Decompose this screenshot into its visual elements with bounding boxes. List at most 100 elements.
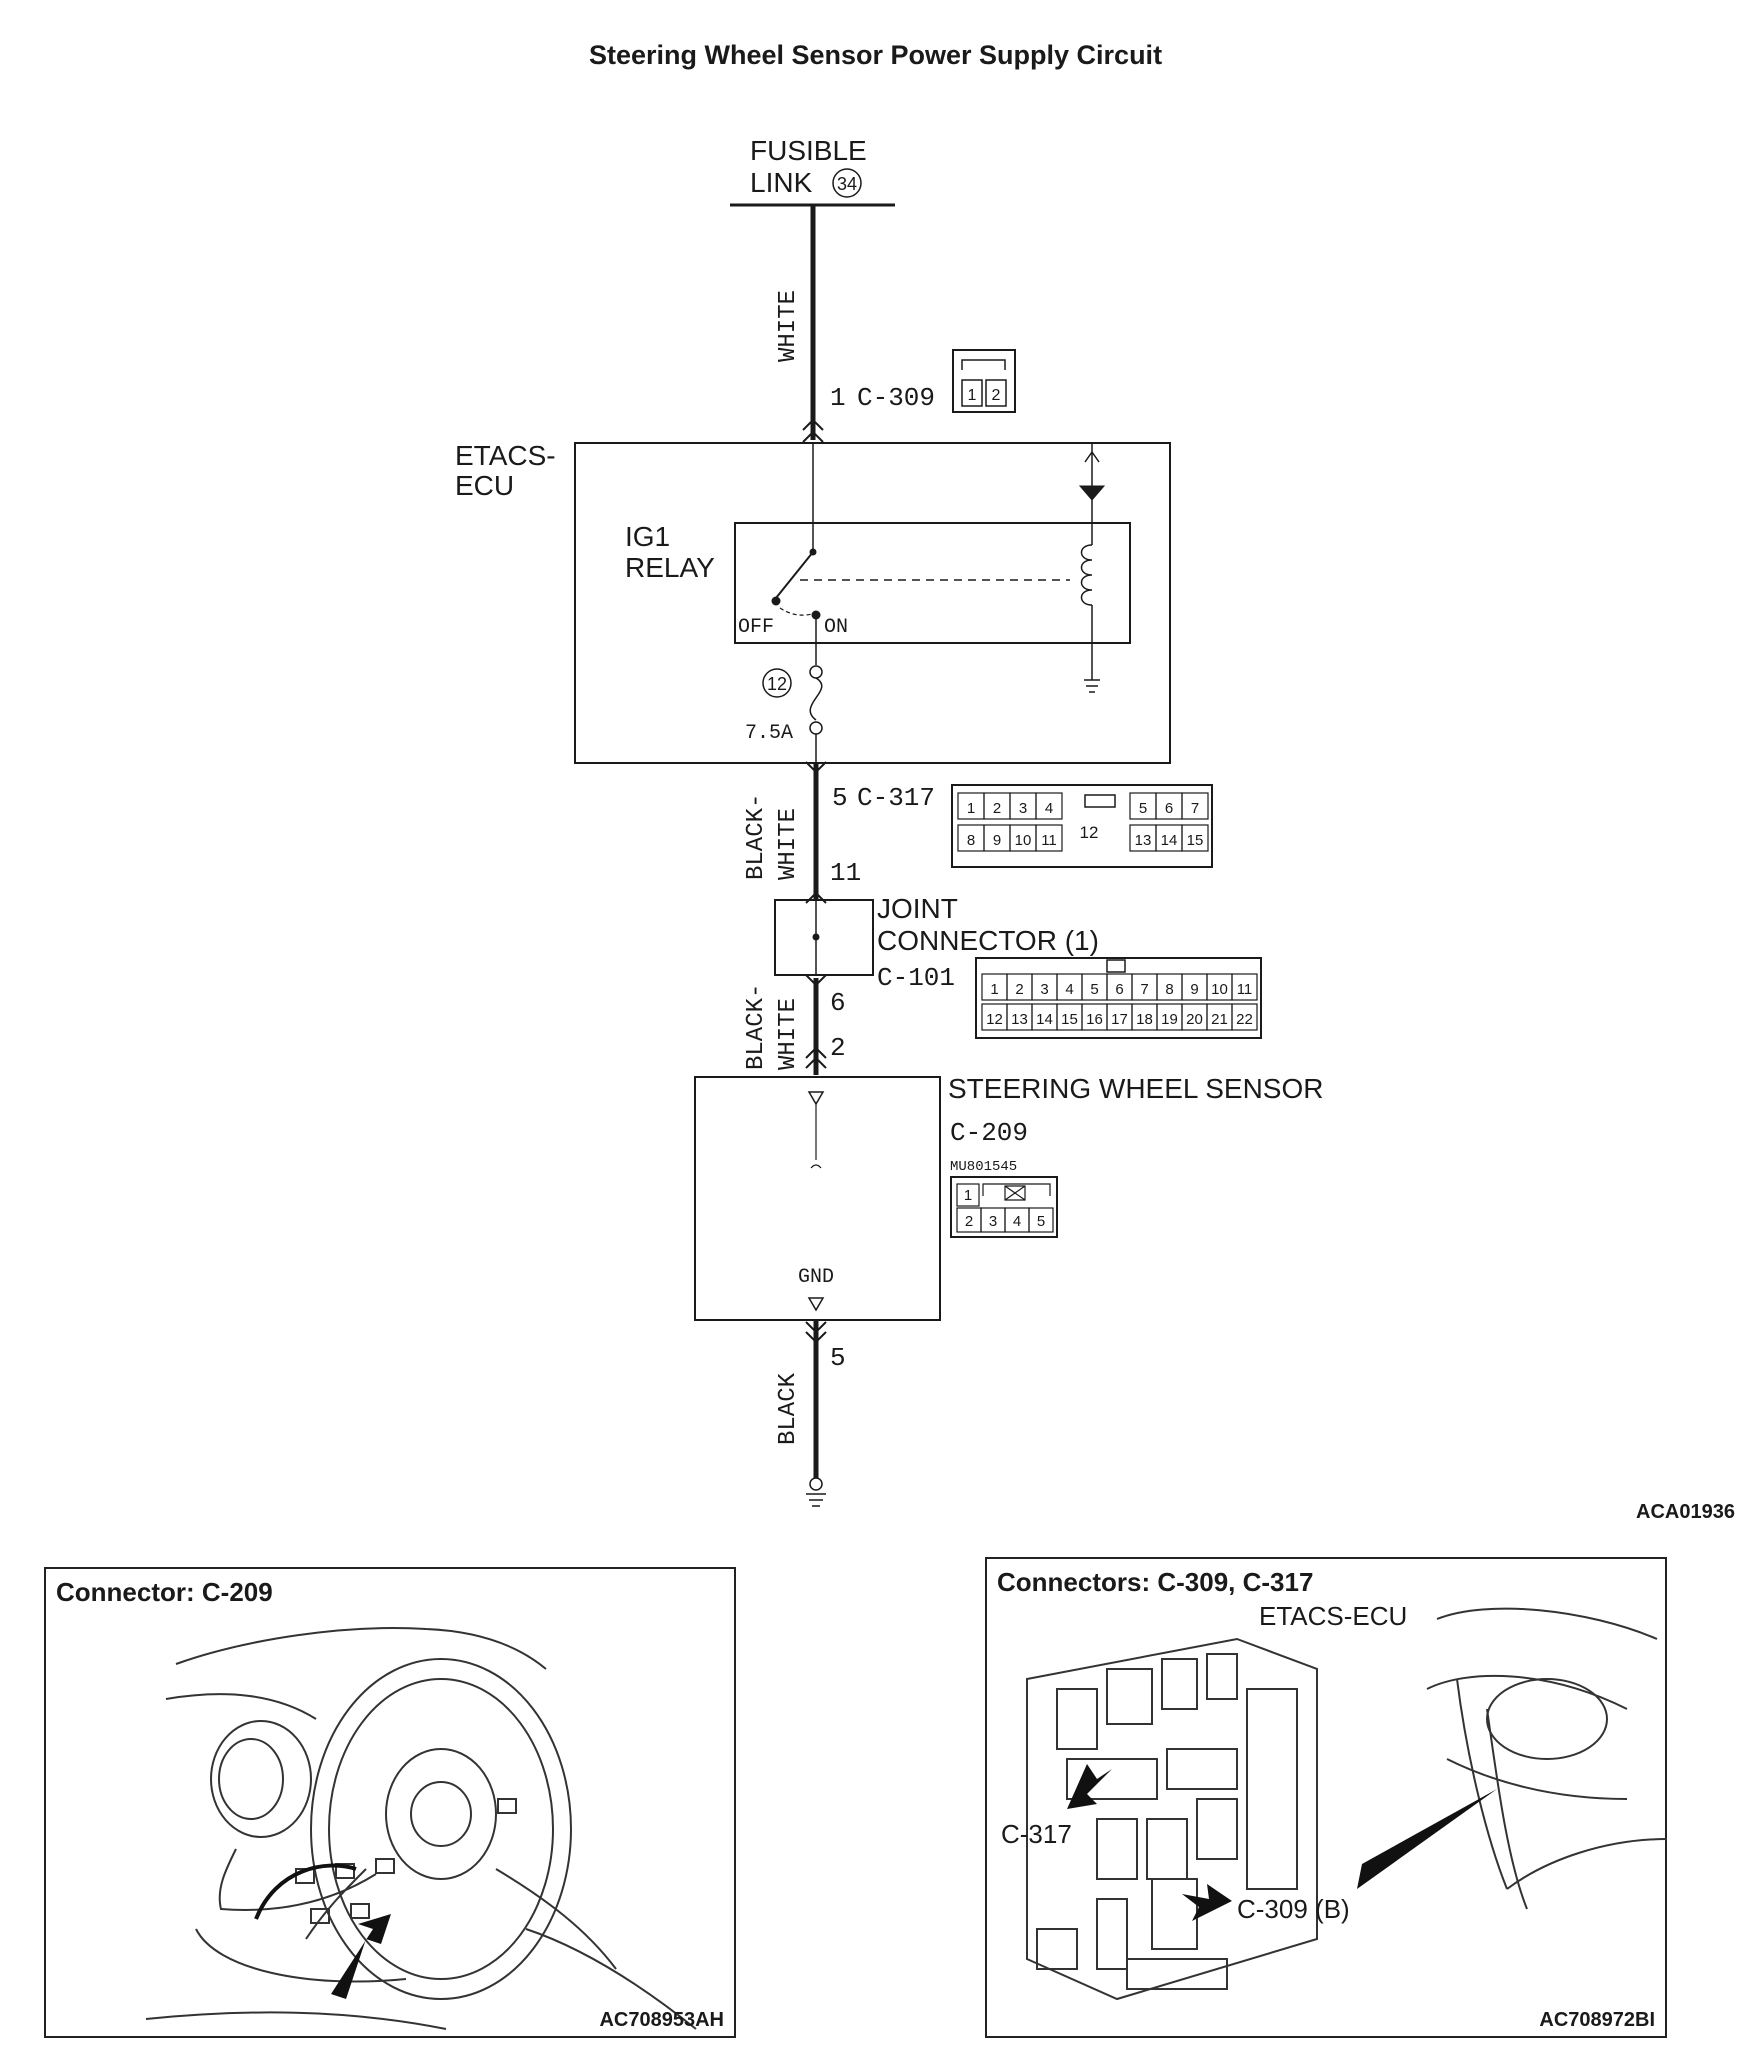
c317-pin-3: 3 <box>1019 800 1027 817</box>
ecu-pointer-wedge <box>1357 1789 1497 1889</box>
c317-pin-10: 10 <box>1015 832 1032 849</box>
c101-pin-9: 9 <box>1190 981 1198 998</box>
c101-pin-12: 12 <box>986 1011 1003 1028</box>
wire-bw2-label-b: WHITE <box>775 998 802 1070</box>
wire-black-label: BLACK <box>775 1372 802 1445</box>
ig1-relay-box <box>734 522 1131 644</box>
panel-right-ecu-label: ETACS-ECU <box>1259 1601 1408 1631</box>
panel-left-code: AC708953AH <box>599 2009 724 2031</box>
c101-pin-13: 13 <box>1011 1011 1028 1028</box>
c317-pin-7-cell <box>1181 792 1209 820</box>
c101-connector-diagram <box>975 957 1262 1039</box>
joint-connector-box <box>774 899 874 976</box>
c209-pin-3: 3 <box>989 1213 997 1230</box>
c101-pin-22: 22 <box>1236 1011 1253 1028</box>
c209-pin-1: 1 <box>964 1187 972 1204</box>
ecu-label-2: ECU <box>455 470 514 501</box>
c209-part-label: MU801545 <box>950 1159 1017 1175</box>
relay-label-2: RELAY <box>625 552 715 583</box>
etacs-ecu-box <box>574 442 1171 764</box>
connectors-c309-c317-panel: Connectors: C-309, C-317 <box>985 1557 1668 2038</box>
panel-right-title: Connectors: C-309, C-317 <box>997 1567 1314 1597</box>
panel-left-title: Connector: C-209 <box>56 1577 273 1607</box>
c101-pin-5: 5 <box>1090 981 1098 998</box>
c101-pin-22-cell <box>1231 1003 1258 1031</box>
relay-label-1: IG1 <box>625 521 670 552</box>
c309-pin-1: 1 <box>968 387 977 404</box>
c317-connector-diagram <box>951 784 1213 868</box>
relay-on-label: ON <box>824 616 848 639</box>
c101-pin-14: 14 <box>1036 1011 1053 1028</box>
c101-pin-19: 19 <box>1161 1011 1178 1028</box>
c317-pin-14: 14 <box>1161 832 1178 849</box>
c101-pin-18: 18 <box>1136 1011 1153 1028</box>
panel-right-c309-label: C-309 (B) <box>1237 1894 1350 1924</box>
gnd-label: GND <box>798 1266 834 1289</box>
c101-pin-top: 6 <box>830 988 846 1018</box>
c101-pin-4: 4 <box>1065 981 1073 998</box>
c309-arrow <box>1182 1884 1232 1921</box>
c309-connector-diagram <box>952 349 1016 413</box>
steering-column-illustration <box>145 1627 697 2030</box>
c317-pin-5: 5 <box>1139 800 1147 817</box>
wire-bw1-label-b: WHITE <box>775 808 802 880</box>
wire-white-label: WHITE <box>775 290 802 362</box>
c317-pin-13: 13 <box>1135 832 1152 849</box>
ecu-label-1: ETACS- <box>455 440 556 471</box>
etacs-ecu-illustration <box>1026 1607 1668 2001</box>
c101-pin-11: 11 <box>1237 981 1253 998</box>
c317-pin-4: 4 <box>1045 800 1053 817</box>
c317-pin-12: 12 <box>1080 823 1099 842</box>
gnd-pin-label: 5 <box>830 1343 846 1373</box>
c209-pin-5-cell <box>1028 1207 1054 1233</box>
c209-location-arrow <box>331 1914 391 1999</box>
joint-name-label: C-101 <box>877 963 955 993</box>
relay-off-label: OFF <box>738 616 774 639</box>
c101-pin-7: 7 <box>1140 981 1148 998</box>
c101-pin-6: 6 <box>1115 981 1123 998</box>
connector-c209-panel: Connector: C-209 AC708953AH <box>44 1567 736 2038</box>
c317-pin-7: 7 <box>1191 800 1199 817</box>
fuse-rating: 7.5A <box>745 722 793 745</box>
c317-pin-bottom: 11 <box>830 858 861 888</box>
c101-pin-15: 15 <box>1061 1011 1078 1028</box>
c317-name-label: C-317 <box>857 783 935 813</box>
c317-pin-6: 6 <box>1165 800 1173 817</box>
c317-pin-15: 15 <box>1187 832 1204 849</box>
c101-pin-8: 8 <box>1165 981 1173 998</box>
page-title: Steering Wheel Sensor Power Supply Circu… <box>588 40 1163 70</box>
c317-pin-2: 2 <box>993 800 1001 817</box>
fuse-number: 12 <box>767 674 787 694</box>
c101-pin-21: 21 <box>1211 1011 1228 1028</box>
c317-pin-9: 9 <box>993 832 1001 849</box>
c101-pin-2: 2 <box>1015 981 1023 998</box>
c209-pin-4: 4 <box>1013 1213 1021 1230</box>
c317-pin-11: 11 <box>1041 832 1057 849</box>
panel-right-code: AC708972BI <box>1539 2009 1655 2031</box>
c209-connector-diagram <box>950 1176 1058 1238</box>
c101-pin-11-cell <box>1231 973 1258 1001</box>
steering-wheel-sensor-label: STEERING WHEEL SENSOR <box>948 1073 1323 1104</box>
c209-name-label: C-209 <box>950 1118 1028 1148</box>
c101-pin-10: 10 <box>1211 981 1228 998</box>
c317-pin-top: 5 <box>832 783 848 813</box>
c309-name-label: C-309 <box>857 383 935 413</box>
c101-pin-17: 17 <box>1111 1011 1128 1028</box>
c317-pin-8: 8 <box>967 832 975 849</box>
c101-pin-3: 3 <box>1040 981 1048 998</box>
c101-pin-1: 1 <box>990 981 998 998</box>
c317-pin-11-cell <box>1035 824 1063 852</box>
diagram-code: ACA01936 <box>1636 1501 1735 1520</box>
fusible-link-number: 34 <box>837 174 857 194</box>
c317-arrow <box>1067 1764 1112 1809</box>
c317-pin-1: 1 <box>967 800 975 817</box>
joint-label-2: CONNECTOR (1) <box>877 925 1099 956</box>
c309-pin-2: 2 <box>992 387 1001 404</box>
c317-pin-15-cell <box>1181 824 1209 852</box>
panel-right-c317-label: C-317 <box>1001 1819 1072 1849</box>
fusible-link-label-1: FUSIBLE <box>750 135 867 166</box>
